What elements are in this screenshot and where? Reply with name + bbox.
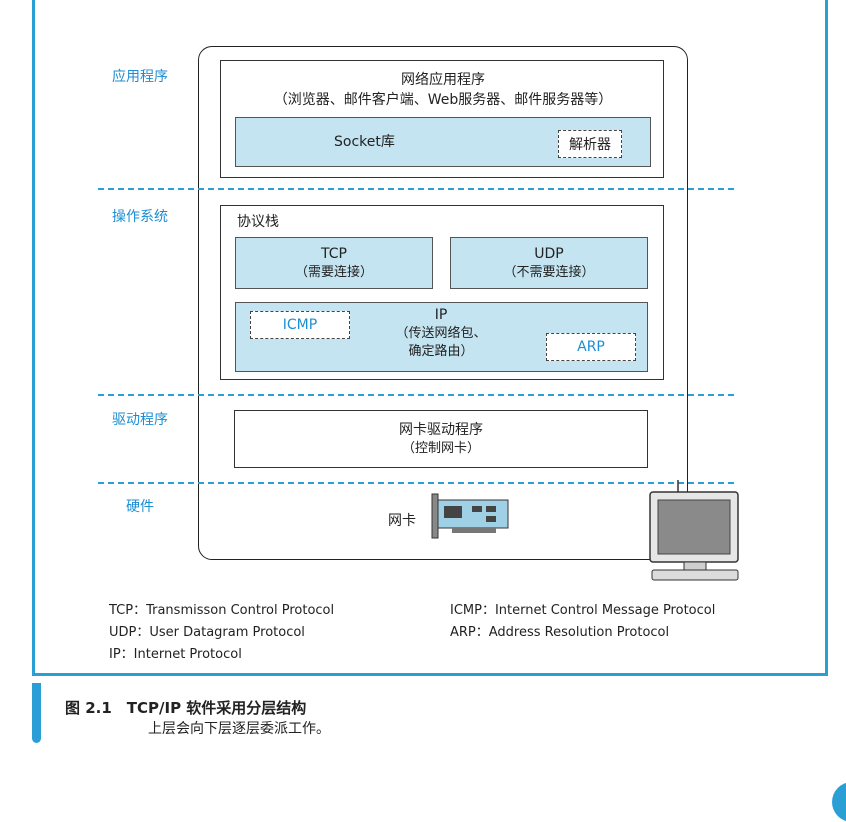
arp-label: ARP [577,339,605,355]
computer-monitor-icon [649,480,739,581]
figure-frame [32,0,828,676]
layer-label-hardware: 硬件 [126,499,154,515]
app-subtitle: （浏览器、邮件客户端、Web服务器、邮件服务器等） [273,92,613,108]
resolver-label: 解析器 [569,137,611,153]
udp-note: （不需要连接） [503,264,595,280]
ip-note-1: （传送网络包、 [395,326,487,341]
udp-box: UDP （不需要连接） [450,237,648,289]
app-box: 网络应用程序 （浏览器、邮件客户端、Web服务器、邮件服务器等） Socket库… [220,60,664,178]
resolver-box: 解析器 [558,130,622,158]
driver-note: （控制网卡） [401,440,480,456]
legend-icmp: ICMP：Internet Control Message Protocol [450,603,716,618]
nic-driver-box: 网卡驱动程序 （控制网卡） [234,410,648,468]
icmp-box: ICMP [250,311,350,339]
legend-arp: ARP：Address Resolution Protocol [450,625,670,640]
udp-label: UDP [534,245,564,262]
layer-label-driver: 驱动程序 [112,412,168,428]
network-card-icon [431,493,509,539]
figure-caption-title: 图 2.1 TCP/IP 软件采用分层结构 [65,699,307,717]
stack-title: 协议栈 [237,214,279,230]
ip-label: IP [434,307,448,323]
legend-udp: UDP：User Datagram Protocol [109,625,305,640]
layer-label-application: 应用程序 [112,69,168,85]
ip-note-2: 确定路由） [408,344,474,359]
app-title: 网络应用程序 [401,72,485,88]
protocol-stack-box: 协议栈 TCP （需要连接） UDP （不需要连接） IP （传送网络包、 确定… [220,205,664,380]
icmp-label: ICMP [282,317,318,333]
layer-label-os: 操作系统 [112,209,168,225]
socket-library-box: Socket库 解析器 [235,117,651,167]
layer-divider-1 [98,188,734,190]
ip-text-group: IP （传送网络包、 确定路由） [356,306,526,361]
legend-tcp: TCP：Transmisson Control Protocol [109,603,335,618]
ip-box: IP （传送网络包、 确定路由） ICMP ARP [235,302,648,372]
tcp-box: TCP （需要连接） [235,237,433,289]
layer-divider-2 [98,394,734,396]
arp-box: ARP [546,333,636,361]
layer-divider-3 [98,482,734,484]
tcp-label: TCP [321,245,347,262]
legend-ip: IP：Internet Protocol [109,647,242,662]
caption-accent-bar [32,683,41,743]
nic-label: 网卡 [388,513,416,529]
driver-title: 网卡驱动程序 [399,421,483,438]
tcp-note: （需要连接） [294,264,373,280]
figure-caption-subtitle: 上层会向下层逐层委派工作。 [148,721,330,737]
socket-label: Socket库 [334,134,395,150]
page-corner-marker [832,782,846,822]
